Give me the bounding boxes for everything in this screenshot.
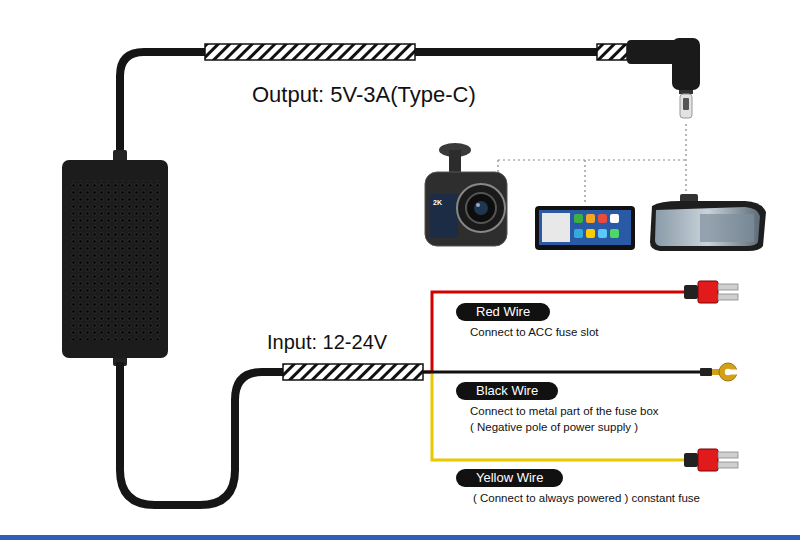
type-c-connector-part <box>680 94 692 118</box>
top-cable-part <box>205 44 415 60</box>
wire-instruction: Connect to metal part of the fuse box <box>470 405 659 417</box>
top-cable <box>120 44 627 160</box>
mirror-camera-part <box>700 214 754 242</box>
fuse-tap-part <box>718 284 738 290</box>
mirror-camera-part <box>655 207 760 246</box>
car-screen-part <box>574 214 583 223</box>
converter-box-part <box>62 160 168 358</box>
fuse-tap-part <box>684 285 698 299</box>
bottom-cable <box>120 362 423 505</box>
mirror-camera-part <box>650 201 766 251</box>
fuse-tap-part <box>698 449 718 471</box>
converter-box <box>62 150 168 366</box>
converter-box-part <box>70 180 162 340</box>
screen-badge: 2K <box>433 199 442 206</box>
dash-camera-part <box>476 203 480 207</box>
ring-terminal <box>700 363 739 381</box>
mirror-camera <box>650 194 766 251</box>
top-cable-part <box>120 52 205 160</box>
power-wires <box>423 292 702 460</box>
bottom-cable-part <box>120 362 283 505</box>
type-c-connector <box>627 38 700 118</box>
wire-instruction: Connect to ACC fuse slot <box>470 326 598 338</box>
bottom-cable-part <box>283 364 423 380</box>
fuse-tap-part <box>718 294 738 300</box>
fuse-tap <box>684 281 738 303</box>
dash-camera-part <box>466 193 496 223</box>
car-screen-part <box>610 229 619 238</box>
wire-title-row: Red Wire <box>456 302 598 321</box>
top-cable-part <box>415 48 597 56</box>
car-screen-part <box>586 229 595 238</box>
car-screen-part <box>574 229 583 238</box>
power-wires-part <box>432 372 684 460</box>
dotted-leader <box>498 124 686 205</box>
fuse-tap-part <box>698 281 718 303</box>
car-screen-part <box>586 214 595 223</box>
footer-band <box>0 535 800 540</box>
dotted-leader-part <box>584 160 585 205</box>
ring-terminal-part <box>700 368 712 376</box>
dotted-leader-part <box>498 159 686 160</box>
car-screen <box>535 206 635 250</box>
dash-camera-part <box>457 184 505 232</box>
dash-camera <box>425 143 507 246</box>
wire-callout: Red WireConnect to ACC fuse slot <box>456 302 598 338</box>
car-screen-part <box>610 214 619 223</box>
wire-callout: Yellow Wire ( Connect to always powered )… <box>456 468 700 504</box>
top-cable-part <box>597 44 627 60</box>
dash-camera-part <box>425 172 507 246</box>
wire-instruction: ( Negative pole of power supply ) <box>470 421 659 433</box>
fuse-tap-part <box>684 453 698 467</box>
ring-terminal-part <box>728 370 739 375</box>
car-screen-part <box>542 213 570 242</box>
power-wires-part <box>423 292 684 372</box>
fuse-tap-part <box>718 462 738 468</box>
output-spec: Output: 5V-3A(Type-C) <box>252 82 476 108</box>
dash-camera-part <box>474 201 488 215</box>
wire-title-row: Black Wire <box>456 381 659 400</box>
wire-name-pill: Yellow Wire <box>456 469 563 487</box>
dash-camera-part <box>449 150 461 172</box>
car-screen-part <box>539 210 631 245</box>
wire-instruction: ( Connect to always powered ) constant f… <box>473 492 700 504</box>
car-screen-part <box>598 214 607 223</box>
fuse-tap-part <box>718 452 738 458</box>
wire-name-pill: Red Wire <box>456 303 550 321</box>
input-spec: Input: 12-24V <box>267 331 387 354</box>
car-screen-part <box>598 229 607 238</box>
dotted-leader-part <box>685 124 686 198</box>
wire-title-row: Yellow Wire <box>456 468 700 487</box>
type-c-connector-part <box>679 90 693 94</box>
type-c-connector-part <box>672 38 700 90</box>
type-c-connector-part <box>683 98 689 110</box>
car-screen-part <box>535 206 635 250</box>
fuse-tap <box>684 449 738 471</box>
power-wires-part <box>423 371 702 374</box>
wire-callout: Black WireConnect to metal part of the f… <box>456 381 659 433</box>
dash-camera-part <box>430 194 458 238</box>
wire-name-pill: Black Wire <box>456 382 558 400</box>
